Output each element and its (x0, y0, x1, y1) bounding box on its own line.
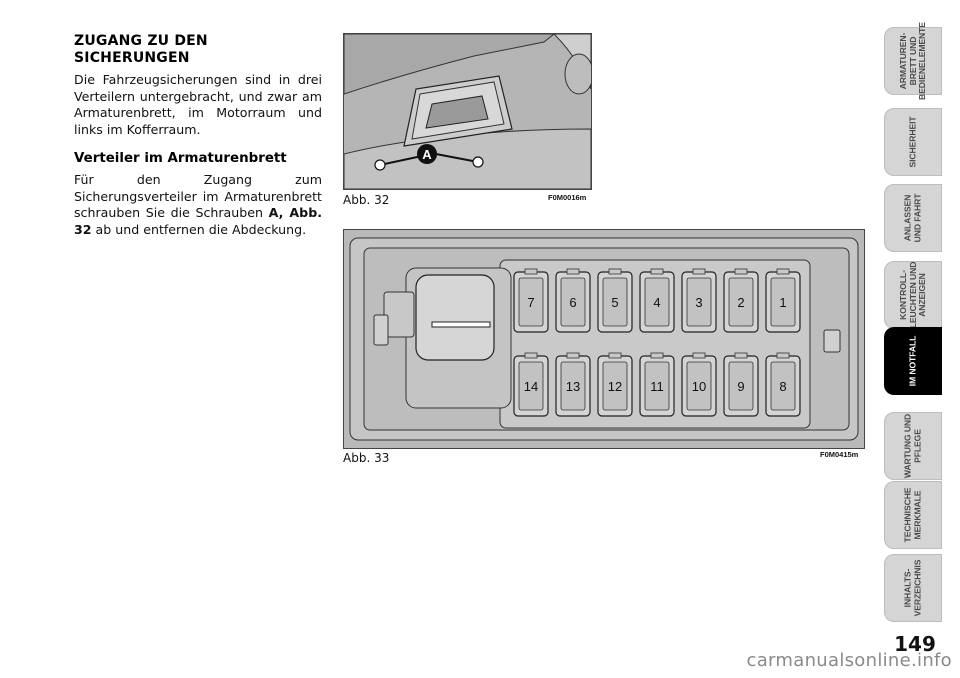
fuse-number: 7 (527, 295, 534, 310)
tab-label: ARMATUREN- BRETT UND BEDIENELEMENTE (897, 22, 927, 100)
tab-sicherheit[interactable]: SICHERHEIT (884, 108, 942, 176)
fuse-slot-tab (608, 268, 622, 275)
subheading-dashboard-distributor: Verteiler im Armaturenbrett (74, 151, 287, 166)
body-text-reference: A, Abb. 32 (74, 205, 322, 237)
tab-technische-merkmale[interactable]: TECHNISCHE MERKMALE (884, 481, 942, 549)
fuse-number: 2 (737, 295, 744, 310)
fuse-slot: 11 (639, 352, 675, 417)
fuse-slot: 8 (765, 352, 801, 417)
fuse-row-bottom: 14 13 12 11 10 9 8 (513, 352, 801, 417)
body-paragraph: Für den Zugang zum Sicherungsverteiler i… (74, 172, 322, 238)
figure-33-caption: Abb. 33 (343, 451, 390, 465)
fuse-number: 5 (611, 295, 618, 310)
fuse-number: 9 (737, 379, 744, 394)
figure-33-code: F0M0415m (820, 450, 859, 459)
tab-label: ANLASSEN UND FAHRT (902, 193, 923, 243)
figure-32-illustration: A (343, 33, 592, 190)
fuse-slot: 1 (765, 268, 801, 333)
fuse-slot-tab (734, 268, 748, 275)
fuse-slot: 9 (723, 352, 759, 417)
fuse-slot: 14 (513, 352, 549, 417)
intro-paragraph: Die Fahrzeugsicherungen sind in drei Ver… (74, 72, 322, 137)
fuse-number: 13 (566, 379, 580, 394)
fuse-slot-inner (560, 361, 586, 411)
fuse-slot-tab (776, 352, 790, 359)
fuse-number: 3 (695, 295, 702, 310)
fuse-number: 1 (779, 295, 786, 310)
fuse-slot-inner (728, 361, 754, 411)
section-heading: ZUGANG ZU DEN SICHERUNGEN (74, 33, 322, 67)
fuse-slot-inner (686, 277, 712, 327)
fuse-slot-inner (644, 361, 670, 411)
fuse-slot-inner (518, 361, 544, 411)
body-text-post: ab und entfernen die Abdeckung. (91, 221, 307, 237)
section-heading-line-1: ZUGANG ZU DEN (74, 33, 208, 49)
section-heading-line-2: SICHERUNGEN (74, 50, 190, 66)
fuse-slot: 10 (681, 352, 717, 417)
fuse-cover-drawing: A (344, 34, 591, 189)
callout-a-label: A (422, 147, 432, 162)
fuse-slot-inner (518, 277, 544, 327)
fuse-slot: 3 (681, 268, 717, 333)
fuse-slot-tab (524, 352, 538, 359)
fuse-slot: 12 (597, 352, 633, 417)
watermark: carmanualsonline.info (746, 650, 952, 671)
fuse-slot-inner (686, 361, 712, 411)
fuse-number: 12 (608, 379, 622, 394)
tab-label: TECHNISCHE MERKMALE (902, 487, 923, 543)
fuse-slot-tab (566, 352, 580, 359)
fuse-slot-tab (734, 352, 748, 359)
fuse-slot-tab (650, 268, 664, 275)
fuse-row-top: 7 6 5 4 3 2 1 (513, 268, 801, 333)
tab-wartung[interactable]: WARTUNG UND PFLEGE (884, 412, 942, 480)
fuse-number: 14 (524, 379, 538, 394)
fuse-slot: 5 (597, 268, 633, 333)
fuse-slot-tab (650, 352, 664, 359)
fuse-number: 11 (650, 379, 664, 394)
fuse-number: 4 (653, 295, 660, 310)
fuse-number: 6 (569, 295, 576, 310)
fuse-slot-inner (728, 277, 754, 327)
fuse-slot: 2 (723, 268, 759, 333)
fuse-slot: 13 (555, 352, 591, 417)
tab-im-notfall[interactable]: IM NOTFALL (884, 327, 942, 395)
fuse-number: 10 (692, 379, 706, 394)
fuse-slot-tab (608, 352, 622, 359)
tab-inhaltsverzeichnis[interactable]: INHALTS- VERZEICHNIS (884, 554, 942, 622)
fuse-slot: 6 (555, 268, 591, 333)
fuse-slot: 4 (639, 268, 675, 333)
chapter-tab-bar: ARMATUREN- BRETT UND BEDIENELEMENTE SICH… (884, 22, 944, 627)
text-column: ZUGANG ZU DEN SICHERUNGEN Die Fahrzeugsi… (74, 33, 322, 238)
fuse-slot-tab (566, 268, 580, 275)
fuse-slot: 7 (513, 268, 549, 333)
tab-label: INHALTS- VERZEICHNIS (902, 559, 923, 617)
tab-label: WARTUNG UND PFLEGE (902, 413, 923, 479)
tab-label: SICHERHEIT (907, 116, 918, 168)
fuse-slot-inner (602, 361, 628, 411)
page-number: 149 (894, 632, 936, 656)
figure-33-fuse-box: 7 6 5 4 3 2 1 14 13 12 11 10 9 8 (343, 229, 865, 449)
tab-kontrollleuchten[interactable]: KONTROLL- LEUCHTEN UND ANZEIGEN (884, 261, 942, 329)
tab-label: IM NOTFALL (907, 335, 918, 387)
fuse-slot-tab (692, 352, 706, 359)
fuse-slot-inner (770, 361, 796, 411)
tab-anlassen[interactable]: ANLASSEN UND FAHRT (884, 184, 942, 252)
fuse-slot-tab (692, 268, 706, 275)
figure-32-caption: Abb. 32 (343, 193, 390, 207)
fuse-slot-inner (644, 277, 670, 327)
fuse-slot-tab (776, 268, 790, 275)
body-text-pre: Für den Zugang zum Sicherungsverteiler i… (74, 172, 322, 220)
fuse-slot-inner (602, 277, 628, 327)
tab-armaturenbrett[interactable]: ARMATUREN- BRETT UND BEDIENELEMENTE (884, 22, 942, 100)
fuse-slot-inner (770, 277, 796, 327)
fuse-slot-tab (524, 268, 538, 275)
fuse-slot-inner (560, 277, 586, 327)
tab-label: KONTROLL- LEUCHTEN UND ANZEIGEN (897, 261, 927, 329)
fuse-box-diagram: 7 6 5 4 3 2 1 14 13 12 11 10 9 8 (344, 230, 864, 448)
fuse-number: 8 (779, 379, 786, 394)
figure-32-code: F0M0016m (548, 193, 587, 202)
